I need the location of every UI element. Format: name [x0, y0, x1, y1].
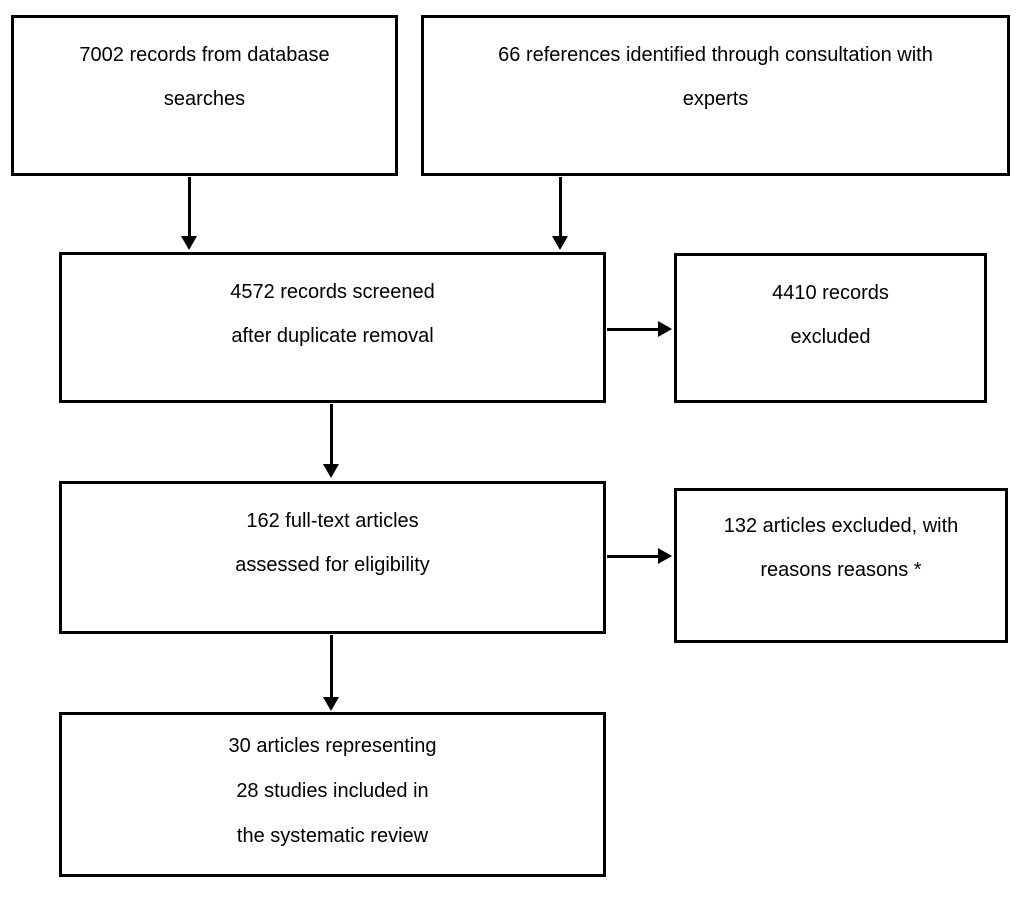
box-records-excluded: 4410 records excluded — [674, 253, 987, 403]
box-text-line: 162 full-text articles — [246, 510, 419, 532]
box-included-studies: 30 articles representing 28 studies incl… — [59, 712, 606, 877]
arrowhead-down-icon — [323, 697, 339, 711]
box-articles-excluded: 132 articles excluded, with reasons reas… — [674, 488, 1008, 643]
box-text-line: assessed for eligibility — [235, 554, 430, 576]
box-text-line: 132 articles excluded, with — [723, 515, 959, 537]
box-text-line: 4410 records — [772, 282, 889, 304]
arrow-shaft — [187, 177, 191, 236]
arrow-experts-to-screened — [552, 177, 568, 250]
arrowhead-down-icon — [181, 236, 197, 250]
arrow-screened-to-fulltext — [323, 404, 339, 478]
arrowhead-right-icon — [658, 321, 672, 337]
box-text-line: 28 studies included in — [236, 780, 429, 802]
box-text-line: reasons reasons * — [760, 559, 922, 581]
arrowhead-down-icon — [552, 236, 568, 250]
box-text-line: 7002 records from database — [79, 44, 330, 66]
box-fulltext-assessed: 162 full-text articles assessed for elig… — [59, 481, 606, 634]
box-text-line: searches — [163, 88, 246, 110]
box-text-line: the systematic review — [236, 825, 429, 847]
arrow-shaft — [329, 635, 333, 697]
box-expert-references: 66 references identified through consult… — [421, 15, 1010, 176]
box-records-screened: 4572 records screened after duplicate re… — [59, 252, 606, 403]
box-text-line: experts — [682, 88, 749, 110]
box-text-line: 30 articles representing — [228, 735, 437, 757]
box-database-records: 7002 records from database searches — [11, 15, 398, 176]
box-text-line: 4572 records screened — [230, 281, 435, 303]
arrow-database-to-screened — [181, 177, 197, 250]
box-text-line: after duplicate removal — [231, 325, 434, 347]
arrow-fulltext-to-articles-excluded — [607, 548, 672, 564]
box-text-line: 66 references identified through consult… — [498, 44, 933, 66]
arrow-shaft — [329, 404, 333, 464]
arrow-screened-to-records-excluded — [607, 321, 672, 337]
arrow-shaft — [558, 177, 562, 236]
box-text-line: excluded — [790, 326, 871, 348]
arrowhead-down-icon — [323, 464, 339, 478]
arrow-fulltext-to-included — [323, 635, 339, 711]
arrow-shaft — [607, 327, 658, 331]
arrowhead-right-icon — [658, 548, 672, 564]
arrow-shaft — [607, 554, 658, 558]
